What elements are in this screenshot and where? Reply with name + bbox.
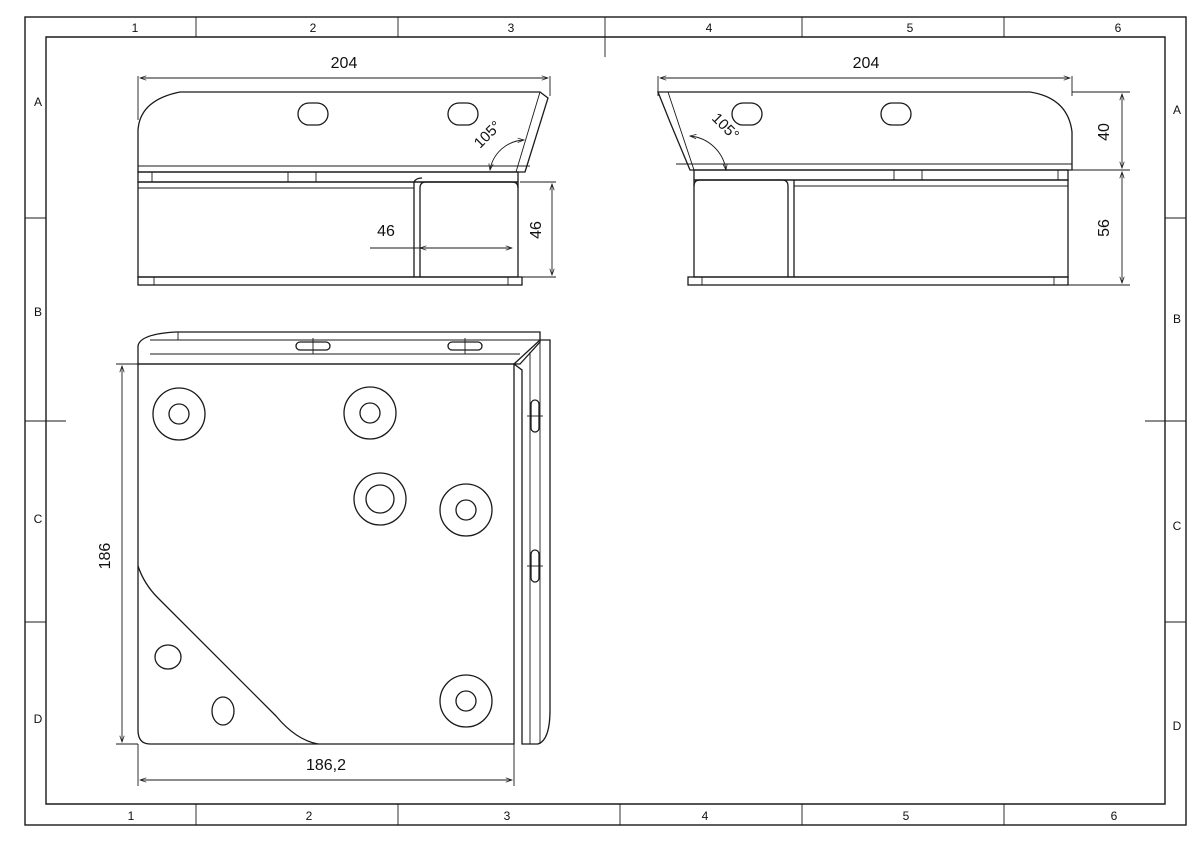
zone-col-bottom-2: 2 (306, 809, 313, 823)
side-lower-height-dim: 56 (1096, 219, 1113, 237)
zone-row-left-a: A (34, 95, 42, 109)
drawing-frame (24, 16, 1187, 826)
plan-width-dim: 186,2 (306, 757, 346, 774)
zone-col-bottom-4: 4 (702, 809, 709, 823)
zone-row-left-c: C (34, 512, 43, 526)
zone-col-top-4: 4 (706, 21, 713, 35)
side-upper-height-dim: 40 (1096, 123, 1113, 141)
zone-row-right-d: D (1173, 719, 1182, 733)
side-width-dim: 204 (853, 55, 880, 72)
side-angle-dim: 105° (708, 110, 742, 144)
zone-row-left-d: D (34, 712, 43, 726)
plan-view-dimensions: 186 186,2 (97, 363, 515, 786)
side-view (657, 91, 1073, 286)
zone-row-right-a: A (1173, 103, 1181, 117)
zone-row-left-b: B (34, 305, 42, 319)
side-view-dimensions: 204 105° 40 56 (657, 55, 1130, 286)
zone-col-bottom-6: 6 (1111, 809, 1118, 823)
zone-col-bottom-1: 1 (128, 809, 135, 823)
zone-col-top-3: 3 (508, 21, 515, 35)
front-inner-dim: 46 (377, 223, 395, 240)
front-angle-dim: 105° (471, 118, 505, 152)
zone-labels: 1 2 3 4 5 6 1 2 3 4 5 6 A B C D A B C D (34, 21, 1182, 823)
plan-height-dim: 186 (97, 543, 114, 570)
zone-col-top-1: 1 (132, 21, 139, 35)
zone-row-right-c: C (1173, 519, 1182, 533)
front-view (137, 91, 549, 286)
zone-col-bottom-3: 3 (504, 809, 511, 823)
zone-row-right-b: B (1173, 312, 1181, 326)
zone-col-top-6: 6 (1115, 21, 1122, 35)
front-height-dim: 46 (528, 221, 545, 239)
front-width-dim: 204 (331, 55, 358, 72)
plan-view (137, 331, 551, 745)
zone-col-top-5: 5 (907, 21, 914, 35)
zone-col-bottom-5: 5 (903, 809, 910, 823)
zone-col-top-2: 2 (310, 21, 317, 35)
